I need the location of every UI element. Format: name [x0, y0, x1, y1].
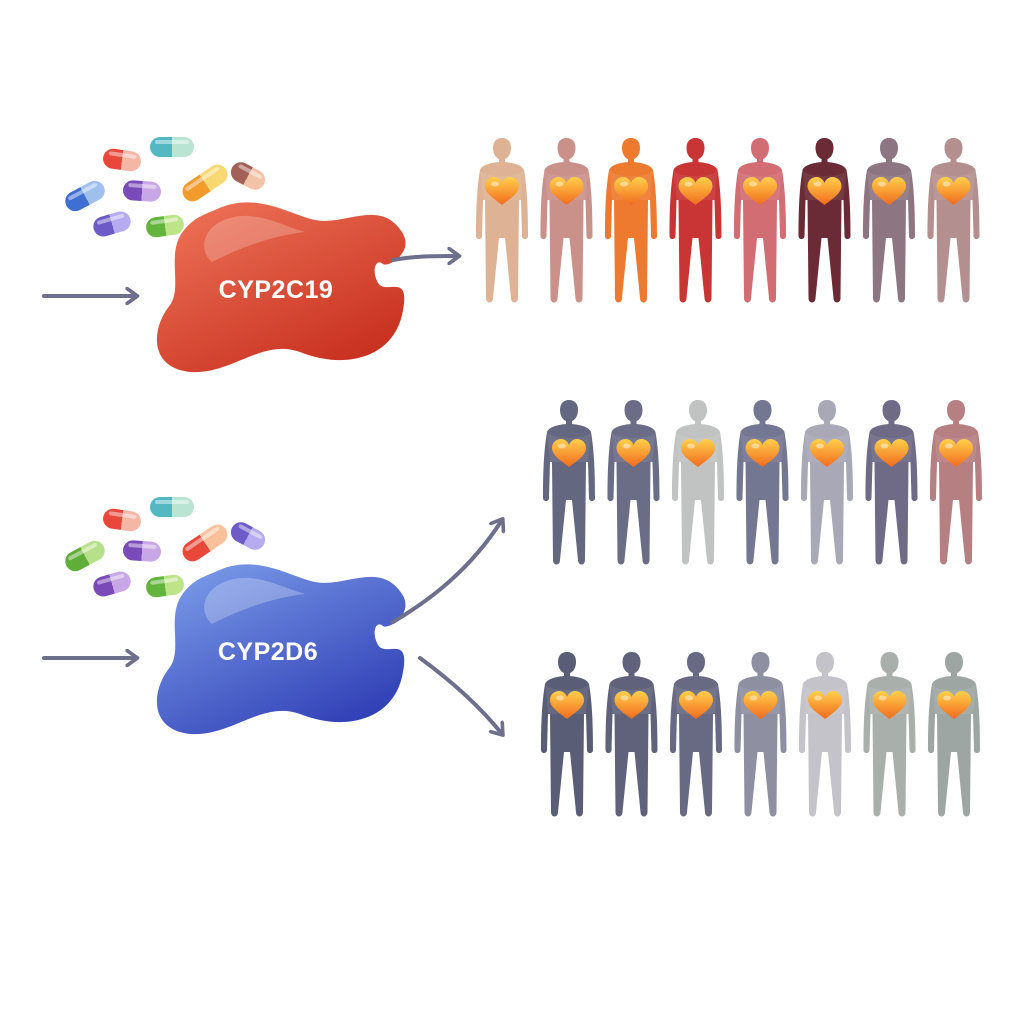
pill-capsule	[146, 214, 184, 238]
enzyme-cyp2d6: CYP2D6	[156, 564, 406, 735]
person-figure	[734, 652, 787, 817]
person-figure	[928, 652, 980, 817]
heart-icon	[874, 439, 909, 467]
person-figure	[543, 400, 595, 565]
heart-icon	[939, 439, 973, 467]
pill-cluster	[65, 137, 266, 238]
pill-capsule	[146, 574, 184, 598]
person-figure	[798, 138, 851, 303]
heart-icon	[810, 439, 844, 467]
heart-icon	[550, 691, 584, 719]
pathway-cyp2d6: CYP2D6	[42, 400, 982, 817]
person-figure	[607, 400, 660, 565]
person-figure	[476, 138, 528, 303]
person-figure	[799, 652, 851, 817]
person-figure	[736, 400, 789, 565]
heart-icon	[808, 691, 842, 719]
population-group	[476, 138, 980, 303]
pill-capsule	[103, 148, 141, 172]
heart-icon	[614, 691, 649, 719]
pill-capsule	[182, 164, 228, 202]
heart-icon	[485, 177, 519, 205]
enzyme-cyp2c19: CYP2C19	[156, 202, 406, 373]
person-figure	[734, 138, 786, 303]
heart-icon	[937, 691, 971, 719]
person-figure	[540, 138, 593, 303]
pill-capsule	[103, 508, 141, 532]
output-arrow-lower	[418, 656, 502, 734]
heart-icon	[743, 177, 777, 205]
heart-icon	[616, 439, 651, 467]
heart-icon	[807, 177, 842, 205]
enzyme-highlight	[204, 215, 305, 262]
output-arrow	[391, 256, 458, 260]
person-figure	[930, 400, 982, 565]
heart-icon	[549, 177, 584, 205]
heart-icon	[743, 691, 778, 719]
enzyme-blob	[156, 564, 406, 735]
pill-capsule	[150, 497, 194, 517]
pill-capsule	[123, 540, 161, 562]
pill-capsule	[230, 522, 266, 550]
pathway-cyp2c19: CYP2C19	[42, 137, 980, 373]
person-figure	[865, 400, 918, 565]
heart-icon	[872, 691, 907, 719]
person-figure	[863, 138, 915, 303]
pill-capsule	[93, 571, 131, 597]
heart-icon	[678, 177, 713, 205]
pill-capsule	[123, 180, 161, 202]
pill-capsule	[65, 180, 105, 212]
heart-icon	[936, 177, 971, 205]
population-group	[543, 400, 982, 565]
enzyme-highlight	[204, 577, 305, 624]
enzyme-label: CYP2D6	[218, 638, 318, 666]
heart-icon	[552, 439, 586, 467]
heart-icon	[679, 691, 713, 719]
enzyme-blob	[156, 202, 406, 373]
pill-cluster	[65, 497, 266, 598]
population-group	[541, 652, 980, 817]
heart-icon	[614, 177, 648, 205]
heart-icon	[745, 439, 780, 467]
person-figure	[605, 138, 657, 303]
person-figure	[605, 652, 658, 817]
person-figure	[670, 652, 722, 817]
person-figure	[801, 400, 853, 565]
heart-icon	[681, 439, 715, 467]
person-figure	[927, 138, 980, 303]
person-figure	[541, 652, 593, 817]
person-figure	[669, 138, 722, 303]
enzyme-label: CYP2C19	[219, 276, 334, 304]
pill-capsule	[150, 137, 194, 157]
person-figure	[863, 652, 916, 817]
person-figure	[672, 400, 724, 565]
pill-capsule	[65, 540, 105, 572]
output-arrow-upper	[391, 520, 502, 624]
pill-capsule	[230, 162, 266, 190]
pill-capsule	[93, 211, 131, 237]
heart-icon	[872, 177, 906, 205]
pill-capsule	[182, 524, 228, 562]
